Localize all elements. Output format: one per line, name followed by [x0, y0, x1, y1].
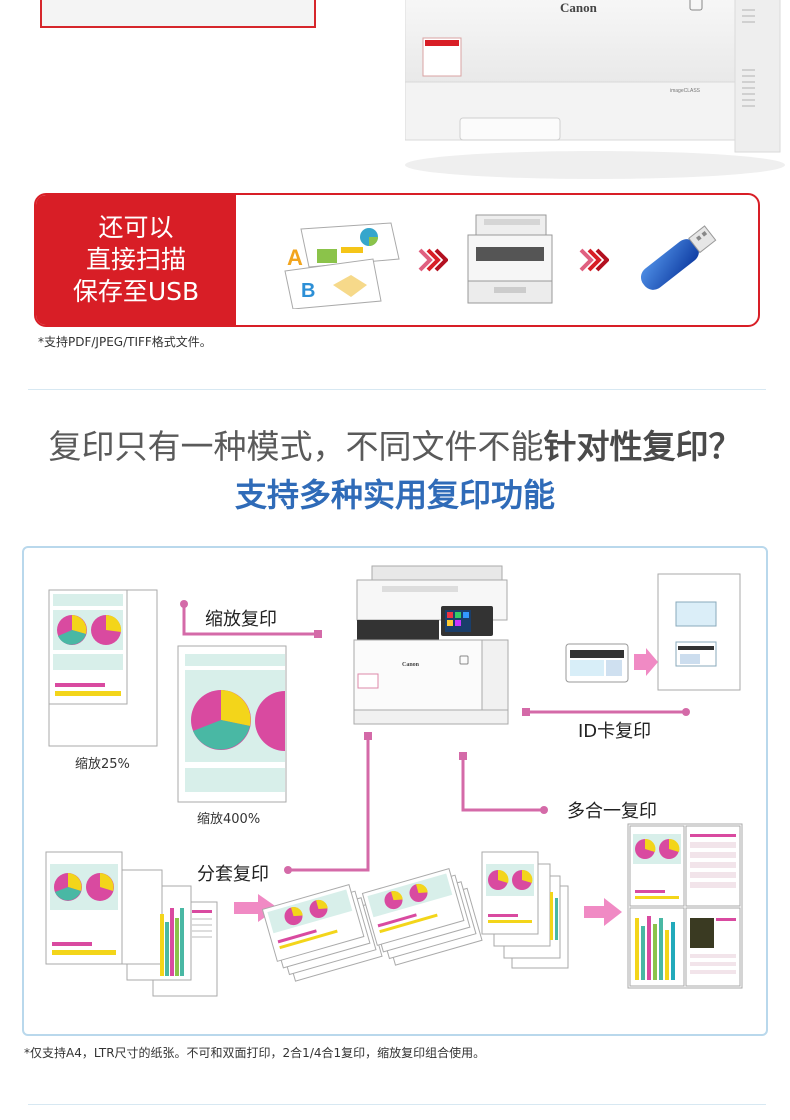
arrow-right-icon: [579, 248, 609, 272]
documents-icon: A B: [284, 222, 400, 309]
arrow-right-icon: [418, 248, 448, 272]
collate-copy-label: 分套复印: [197, 864, 269, 885]
zoom-25-label: 缩放25%: [75, 757, 130, 772]
copy-diagram-graphics: Canon: [45, 565, 743, 997]
printer-icon: [467, 214, 553, 304]
section-title-plain: 复印只有一种模式，不同文件不能: [48, 427, 544, 466]
id-copy-label: ID卡复印: [578, 721, 652, 742]
bottom-divider: [28, 1104, 766, 1105]
printer-brand-logo: Canon: [402, 662, 420, 668]
section-title: 复印只有一种模式，不同文件不能针对性复印？: [0, 420, 790, 468]
copy-footnote: *仅支持A4，LTR尺寸的纸张。不可和双面打印，2合1/4合1复印，缩放复印组合…: [24, 1046, 486, 1060]
zoom-copy-label: 缩放复印: [205, 609, 277, 630]
zoom-400-label: 缩放400%: [197, 812, 261, 827]
canon-logo: Canon: [560, 0, 598, 15]
banner-line-1: 还可以: [98, 213, 174, 242]
section-subtitle: 支持多种实用复印功能: [234, 476, 555, 514]
model-label: imageCLASS: [670, 88, 701, 94]
usb-drive-icon: [640, 225, 717, 290]
svg-text:B: B: [301, 280, 315, 302]
printer-photo: Canon imageCLASS: [405, 0, 785, 179]
banner-line-3: 保存至USB: [72, 277, 200, 306]
red-highlight-frame: [40, 0, 316, 28]
banner-line-2: 直接扫描: [85, 245, 186, 274]
scan-to-usb-banner: 还可以 直接扫描 保存至USB A B: [34, 193, 760, 327]
svg-text:A: A: [287, 245, 303, 270]
multi-copy-label: 多合一复印: [567, 801, 657, 822]
section-title-bold: 针对性复印？: [543, 427, 742, 466]
section-divider: [28, 389, 766, 390]
scan-banner-title: 还可以 直接扫描 保存至USB: [36, 195, 236, 325]
printer-photo-area: Canon imageCLASS: [0, 0, 790, 190]
scan-format-note: *支持PDF/JPEG/TIFF格式文件。: [38, 335, 212, 349]
